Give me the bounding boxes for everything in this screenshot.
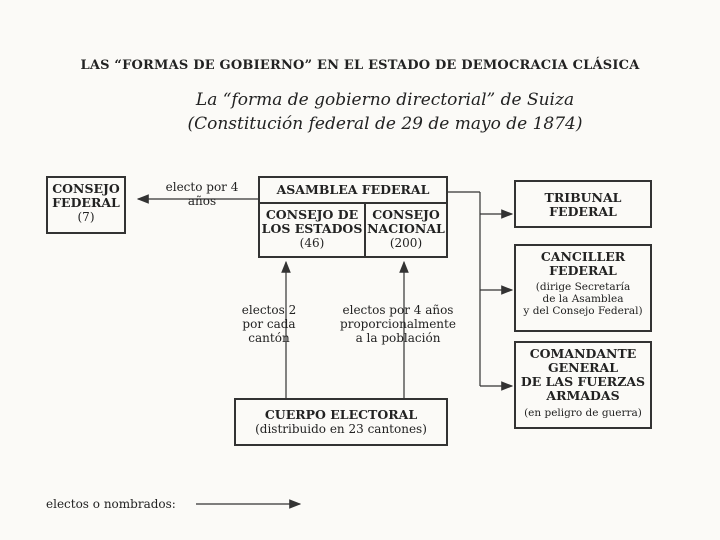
nacional-count: (200) [389, 236, 423, 250]
consejo-federal-line2: FEDERAL [52, 195, 120, 210]
tribunal-federal-box: TRIBUNAL FEDERAL [514, 180, 652, 228]
comandante-line4: ARMADAS [546, 388, 620, 403]
consejo-nacional-box: CONSEJO NACIONAL (200) [366, 204, 446, 256]
cuerpo-line2: (distribuido en 23 cantones) [255, 422, 427, 436]
comandante-line2: GENERAL [547, 360, 619, 375]
estados-count: (46) [299, 236, 325, 250]
electo-4-anos-label: electo por 4 años [165, 180, 239, 208]
electos-2-label: electos 2 por cada cantón [234, 303, 304, 345]
asamblea-federal-box: ASAMBLEA FEDERAL CONSEJO DE LOS ESTADOS … [258, 176, 448, 258]
page-heading: LAS “FORMAS DE GOBIERNO” EN EL ESTADO DE… [80, 58, 640, 73]
nacional-line1: CONSEJO [372, 207, 440, 222]
diagram-title: La “forma de gobierno directorial” de Su… [195, 90, 575, 110]
asamblea-federal-title: ASAMBLEA FEDERAL [260, 178, 446, 204]
comandante-line1: COMANDANTE [529, 346, 637, 361]
diagram-subtitle: (Constitución federal de 29 de mayo de 1… [187, 114, 583, 134]
canciller-line1: CANCILLER [540, 249, 626, 264]
canciller-line2: FEDERAL [549, 263, 617, 278]
consejo-federal-line1: CONSEJO [52, 181, 120, 196]
tribunal-line1: TRIBUNAL [544, 190, 622, 205]
tribunal-line2: FEDERAL [549, 204, 617, 219]
cuerpo-line1: CUERPO ELECTORAL [264, 407, 418, 422]
estados-line1: CONSEJO DE [265, 207, 359, 222]
electos2-line2: por cada [242, 317, 296, 331]
electos2-line3: cantón [248, 331, 290, 345]
electos4-line1: electos por 4 años [342, 303, 454, 317]
comandante-line3: DE LAS FUERZAS [520, 374, 646, 389]
electos-4-anos-label: electos por 4 años proporcionalmente a l… [328, 303, 468, 345]
canciller-federal-box: CANCILLER FEDERAL (dirige Secretaría de … [514, 244, 652, 332]
canciller-note1: (dirige Secretaría [535, 281, 631, 293]
canciller-note3: y del Consejo Federal) [523, 305, 643, 317]
consejo-federal-box: CONSEJO FEDERAL (7) [46, 176, 126, 234]
electos2-line1: electos 2 [241, 303, 297, 317]
canciller-note2: de la Asamblea [542, 293, 624, 305]
nacional-line2: NACIONAL [367, 221, 445, 236]
consejo-estados-box: CONSEJO DE LOS ESTADOS (46) [260, 204, 366, 256]
consejo-federal-count: (7) [77, 210, 95, 224]
legend-text: electos o nombrados: [46, 497, 176, 511]
comandante-note: (en peligro de guerra) [524, 407, 642, 419]
electos4-line2: proporcionalmente [340, 317, 456, 331]
cuerpo-electoral-box: CUERPO ELECTORAL (distribuido en 23 cant… [234, 398, 448, 446]
estados-line2: LOS ESTADOS [261, 221, 363, 236]
comandante-general-box: COMANDANTE GENERAL DE LAS FUERZAS ARMADA… [514, 341, 652, 429]
electos4-line3: a la población [355, 331, 441, 345]
